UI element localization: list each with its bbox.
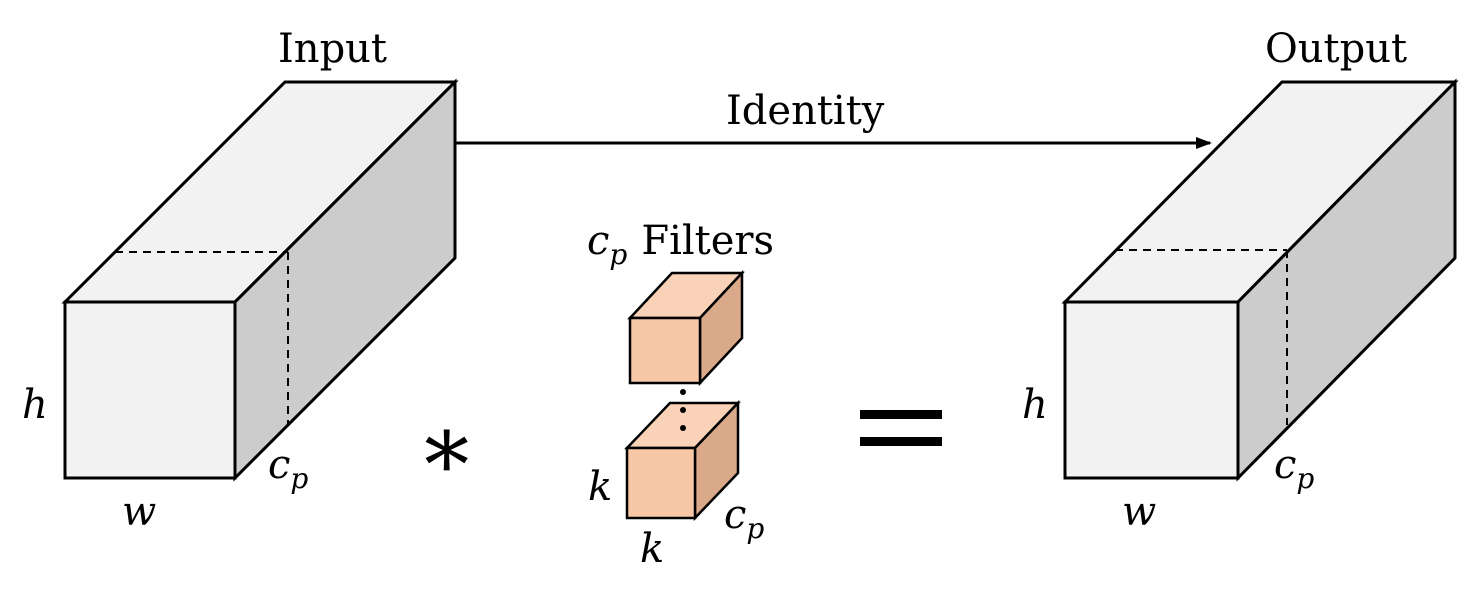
output-h-label: h [1022, 382, 1048, 428]
filter-top [627, 269, 745, 387]
output-label: Output [1265, 26, 1407, 72]
filter-bottom-front-face [625, 446, 697, 520]
output-cp-label: cp [1274, 442, 1314, 495]
output-block [1061, 78, 1459, 482]
conv-operator: ∗ [416, 395, 477, 500]
identity-label: Identity [726, 88, 885, 134]
input-label: Input [278, 26, 387, 72]
input-h-label: h [22, 382, 48, 428]
output-slice-dashed [1115, 249, 1288, 425]
filter-top-front-face [628, 316, 702, 385]
output-w-label: w [1122, 489, 1156, 535]
output-block-front [1063, 300, 1240, 480]
filter-dots-overlay [680, 407, 686, 431]
filter-cp-label: cp [724, 492, 764, 545]
equals-sign [860, 410, 942, 446]
filter-k-left-label: k [588, 464, 612, 510]
input-block-front [63, 300, 237, 480]
input-slice-dashed [115, 251, 289, 425]
input-block [61, 78, 459, 482]
input-cp-label: cp [268, 442, 308, 495]
filter-k-bottom-label: k [640, 526, 664, 572]
input-w-label: w [122, 489, 156, 535]
filter-bottom [624, 399, 741, 522]
